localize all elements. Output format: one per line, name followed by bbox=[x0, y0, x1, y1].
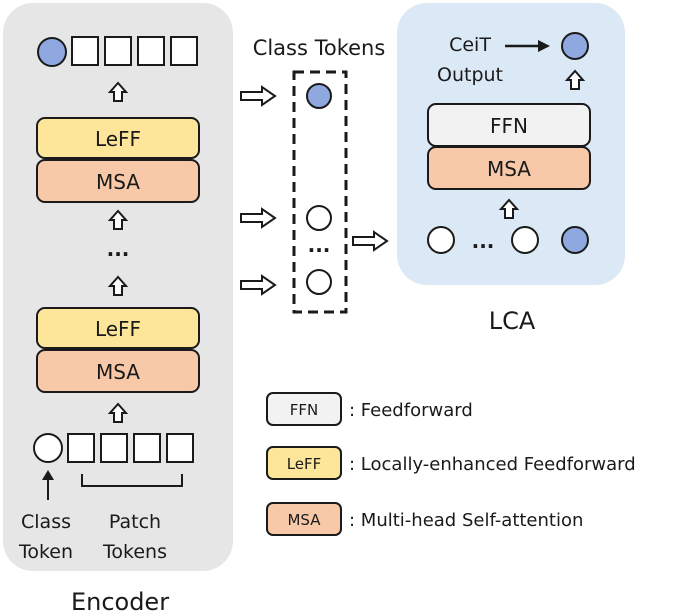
encoder-msa-block-bottom bbox=[36, 349, 200, 393]
encoder-input-class-token bbox=[33, 433, 63, 463]
lca-output-label-line2: Output bbox=[437, 64, 503, 86]
lca-title: LCA bbox=[489, 307, 536, 335]
lca-output-class-token bbox=[561, 32, 589, 60]
right-arrow-icon bbox=[240, 275, 276, 295]
patch-tokens-label-line1: Patch bbox=[109, 511, 161, 533]
class-token-label-line1: Class bbox=[21, 511, 71, 533]
encoder-msa-block-top bbox=[36, 159, 200, 203]
encoder-msa-label-top: MSA bbox=[96, 170, 140, 194]
legend-ffn-key: FFN bbox=[290, 401, 318, 419]
right-arrow-icon bbox=[240, 208, 276, 228]
class-token-pointer-arrow-icon bbox=[42, 470, 54, 500]
patch-tokens-label-line2: Tokens bbox=[102, 541, 167, 563]
class-token-collected-top bbox=[306, 83, 332, 109]
lca-output-label-line1: CeiT bbox=[449, 34, 491, 56]
class-tokens-dashed-box bbox=[292, 70, 348, 314]
lca-input-token bbox=[511, 226, 539, 254]
lca-output-arrow-icon bbox=[505, 40, 550, 52]
legend-msa-swatch bbox=[266, 502, 342, 536]
lca-input-class-token bbox=[561, 226, 589, 254]
legend-leff-description: : Locally-enhanced Feedforward bbox=[349, 454, 636, 475]
right-arrow-icon bbox=[240, 86, 276, 106]
patch-tokens-bracket bbox=[81, 474, 183, 487]
class-tokens-title: Class Tokens bbox=[253, 36, 386, 60]
encoder-leff-block-bottom bbox=[36, 307, 200, 349]
right-arrow-icon bbox=[352, 231, 388, 251]
encoder-title: Encoder bbox=[71, 588, 169, 616]
encoder-output-patch-token bbox=[71, 36, 99, 66]
lca-msa-block bbox=[427, 146, 591, 190]
class-token-label-line2: Token bbox=[18, 541, 73, 563]
encoder-input-patch-token bbox=[166, 433, 194, 463]
encoder-output-patch-token bbox=[137, 36, 165, 66]
lca-ffn-label: FFN bbox=[490, 114, 528, 138]
encoder-output-tokens bbox=[37, 36, 198, 67]
legend-msa-description: : Multi-head Self-attention bbox=[349, 510, 583, 531]
legend-ffn-swatch bbox=[266, 392, 342, 426]
encoder-msa-label-bottom: MSA bbox=[96, 360, 140, 384]
encoder-input-patch-token bbox=[67, 433, 95, 463]
class-token-collected-bottom bbox=[306, 269, 332, 295]
encoder-output-patch-token bbox=[170, 36, 198, 66]
encoder-input-patch-token bbox=[133, 433, 161, 463]
lca-ellipsis: ... bbox=[472, 229, 495, 253]
lca-msa-label: MSA bbox=[487, 157, 531, 181]
class-token-collected-middle bbox=[306, 205, 332, 231]
encoder-input-tokens bbox=[33, 433, 194, 463]
encoder-leff-label-bottom: LeFF bbox=[95, 317, 141, 341]
legend-ffn-description: : Feedforward bbox=[349, 400, 473, 421]
encoder-output-class-token bbox=[37, 37, 67, 67]
legend-leff-swatch bbox=[266, 446, 342, 480]
encoder-leff-label-top: LeFF bbox=[95, 127, 141, 151]
legend-msa-key: MSA bbox=[287, 511, 321, 529]
encoder-output-patch-token bbox=[104, 36, 132, 66]
legend-leff-key: LeFF bbox=[287, 455, 322, 473]
lca-input-token bbox=[427, 226, 455, 254]
legend: FFN : Feedforward LeFF : Locally-enhance… bbox=[266, 392, 636, 536]
encoder-ellipsis: ... bbox=[107, 237, 130, 261]
encoder-input-patch-token bbox=[100, 433, 128, 463]
class-tokens-ellipsis: ... bbox=[308, 233, 331, 257]
encoder-leff-block-top bbox=[36, 117, 200, 159]
